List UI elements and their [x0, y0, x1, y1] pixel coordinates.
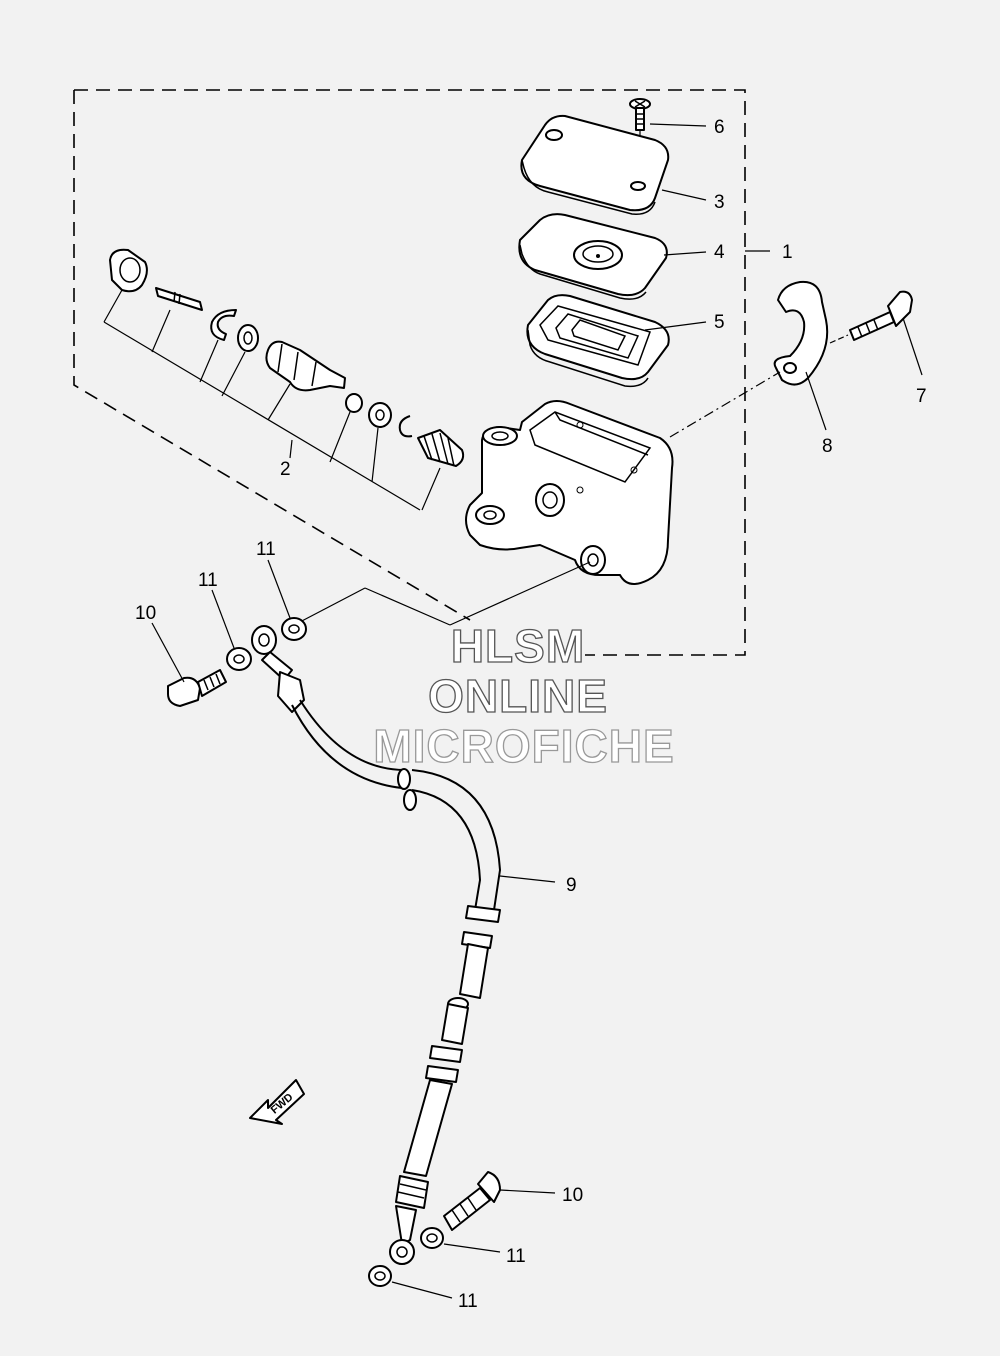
fwd-arrow-icon: FWD	[249, 1079, 305, 1125]
master-cylinder-body	[465, 400, 674, 585]
svg-text:ONLINE: ONLINE	[428, 670, 608, 722]
reservoir-cap-3	[520, 114, 670, 215]
banjo-bolt-10-bottom	[443, 1171, 501, 1231]
kit-bracket	[103, 289, 441, 511]
callout-9: 9	[566, 875, 577, 896]
callout-1: 1	[782, 242, 793, 263]
callout-4: 4	[714, 242, 725, 263]
svg-text:MICROFICHE: MICROFICHE	[373, 720, 674, 772]
screw-6	[629, 98, 651, 131]
assembly-boundary	[73, 89, 746, 656]
washer-11-b	[226, 647, 252, 671]
svg-text:HLSM: HLSM	[451, 620, 585, 672]
clamp-8	[773, 280, 829, 386]
callout-11-d: 11	[458, 1291, 478, 1312]
washer-11-d	[368, 1265, 392, 1287]
piston-kit-2	[109, 248, 465, 467]
brake-hose-9	[251, 625, 502, 1265]
washer-11-c	[420, 1227, 444, 1249]
washer-11-a	[281, 617, 307, 641]
bolt-7	[849, 290, 913, 341]
callout-11-c: 11	[506, 1246, 526, 1267]
callout-7: 7	[916, 386, 927, 407]
callout-10-bottom: 10	[562, 1185, 583, 1206]
callout-6: 6	[714, 117, 725, 138]
callout-3: 3	[714, 192, 725, 213]
watermark: HLSM ONLINE MICROFICHE	[373, 619, 675, 772]
banjo-bolt-10-top	[167, 669, 227, 707]
callout-5: 5	[714, 312, 725, 333]
diaphragm-5	[526, 294, 670, 388]
diaphragm-plate-4	[518, 213, 668, 300]
callout-11-a: 11	[198, 570, 218, 591]
callout-8: 8	[822, 436, 833, 457]
callout-10-top: 10	[135, 603, 156, 624]
callout-2: 2	[280, 459, 291, 480]
callout-11-b: 11	[256, 539, 276, 560]
